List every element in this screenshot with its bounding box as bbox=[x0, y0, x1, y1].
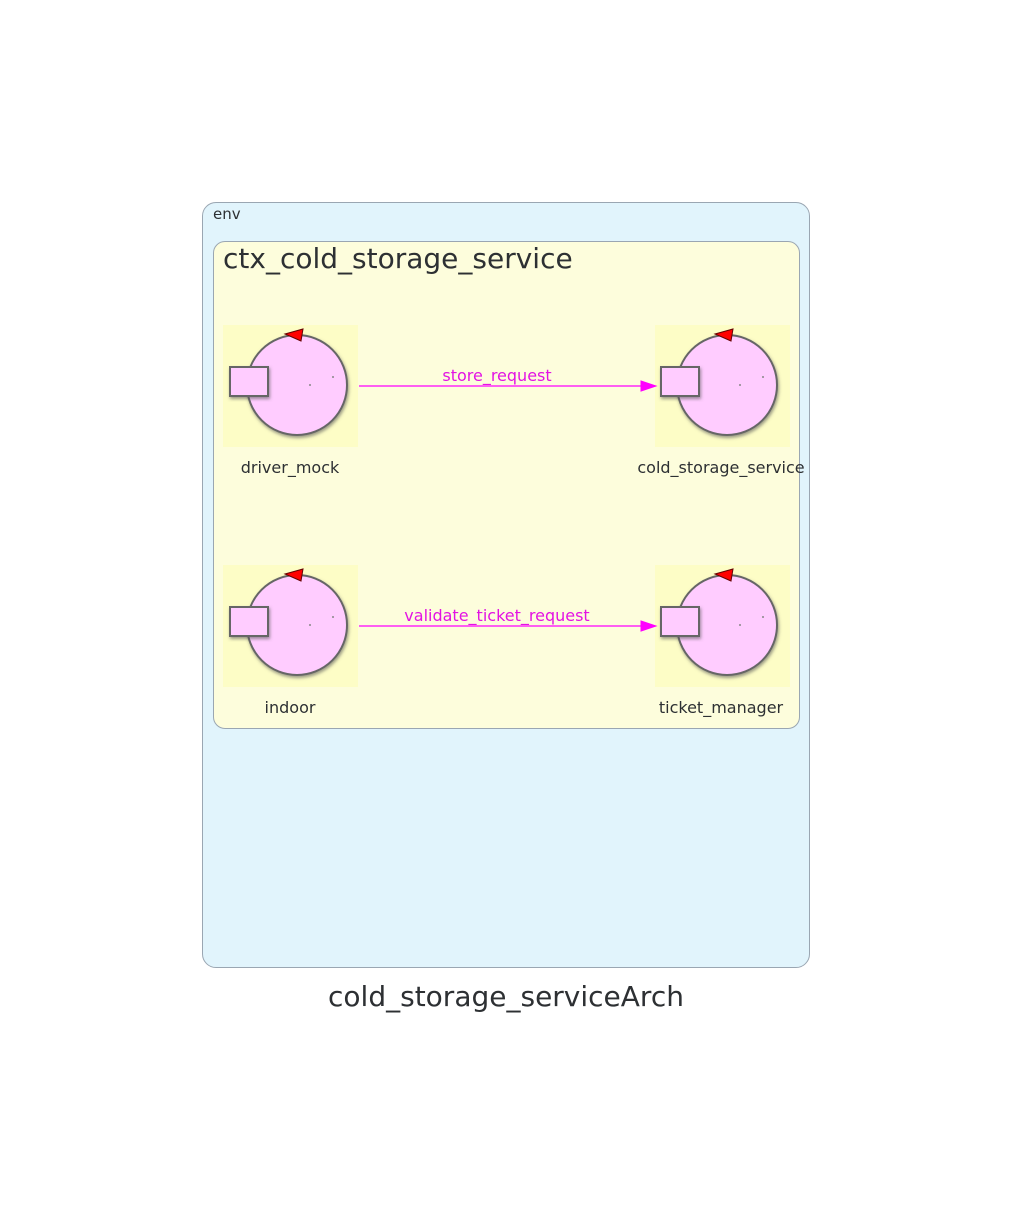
actor-indoor[interactable] bbox=[223, 565, 358, 687]
actor-label-indoor: indoor bbox=[264, 698, 316, 717]
arrowhead-icon bbox=[640, 620, 658, 632]
actor-driver-mock[interactable] bbox=[223, 325, 358, 447]
actor-ticket-manager[interactable] bbox=[655, 565, 790, 687]
env-label: env bbox=[213, 205, 241, 223]
qactor-icon bbox=[229, 328, 348, 436]
actor-label-ticket-manager: ticket_manager bbox=[658, 698, 784, 717]
edge-label-validate-ticket-request: validate_ticket_request bbox=[404, 606, 590, 625]
actor-label-driver-mock: driver_mock bbox=[240, 458, 340, 477]
diagram-title: cold_storage_serviceArch bbox=[328, 980, 684, 1013]
edge-validate-ticket-request[interactable] bbox=[359, 620, 658, 632]
qactor-icon bbox=[660, 568, 778, 676]
qactor-icon bbox=[660, 328, 778, 436]
context-label: ctx_cold_storage_service bbox=[223, 242, 573, 275]
qactor-icon bbox=[229, 568, 348, 676]
edge-store-request[interactable] bbox=[359, 380, 658, 392]
edge-label-store-request: store_request bbox=[442, 366, 552, 385]
arrowhead-icon bbox=[640, 380, 658, 392]
actor-cold-storage-service[interactable] bbox=[655, 325, 790, 447]
actor-label-cold-storage-service: cold_storage_service bbox=[637, 458, 805, 477]
